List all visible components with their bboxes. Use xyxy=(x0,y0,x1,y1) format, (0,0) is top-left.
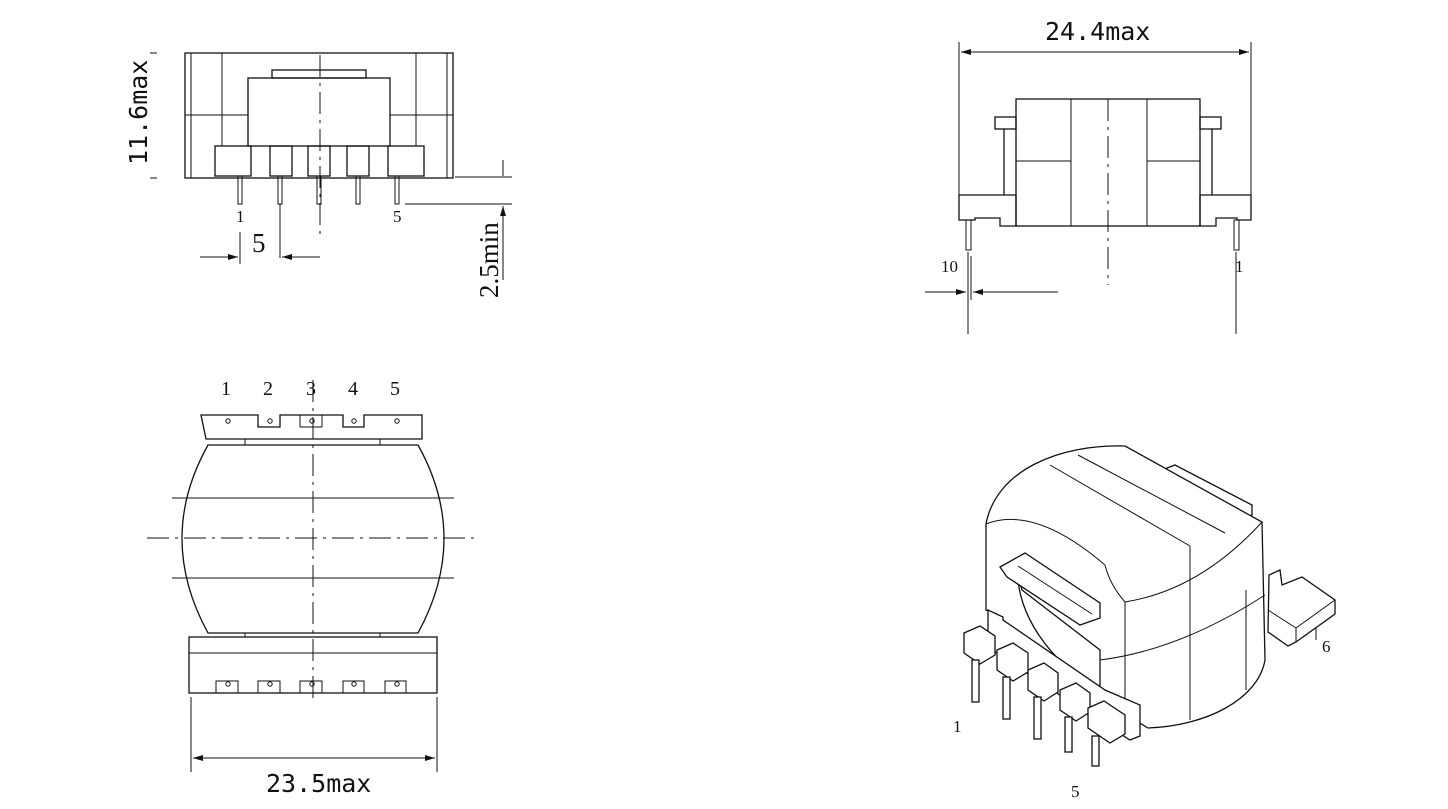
iso-pin-label-1: 1 xyxy=(953,717,962,736)
width-dimension-label: 24.4max xyxy=(1045,17,1150,46)
top-pin-label-1: 1 xyxy=(221,378,231,400)
top-view: 1 2 3 4 5 xyxy=(147,378,480,798)
pitch-dimension-label: 5 xyxy=(252,228,266,258)
pin-offset-dimension-label: 10 xyxy=(941,257,958,276)
top-pin-label-5: 5 xyxy=(390,378,400,400)
front-pin-label-5: 5 xyxy=(393,207,402,226)
height-dimension-label: 11.6max xyxy=(124,60,153,165)
top-pin-label-3: 3 xyxy=(306,378,316,400)
front-view: 1 5 11.6max 5 2.5min xyxy=(124,52,512,298)
front-pin-label-1: 1 xyxy=(236,207,245,226)
top-pin-label-4: 4 xyxy=(348,378,358,400)
side-view: 24.4max 10 1 xyxy=(925,17,1252,334)
iso-pin-label-5: 5 xyxy=(1071,782,1080,801)
side-pin-label-1: 1 xyxy=(1235,257,1244,276)
length-dimension-label: 23.5max xyxy=(266,769,371,798)
isometric-view: 1 5 6 xyxy=(953,445,1336,801)
top-pin-label-2: 2 xyxy=(263,378,273,400)
pin-length-dimension-label: 2.5min xyxy=(474,222,504,298)
iso-pin-label-6: 6 xyxy=(1322,637,1331,656)
